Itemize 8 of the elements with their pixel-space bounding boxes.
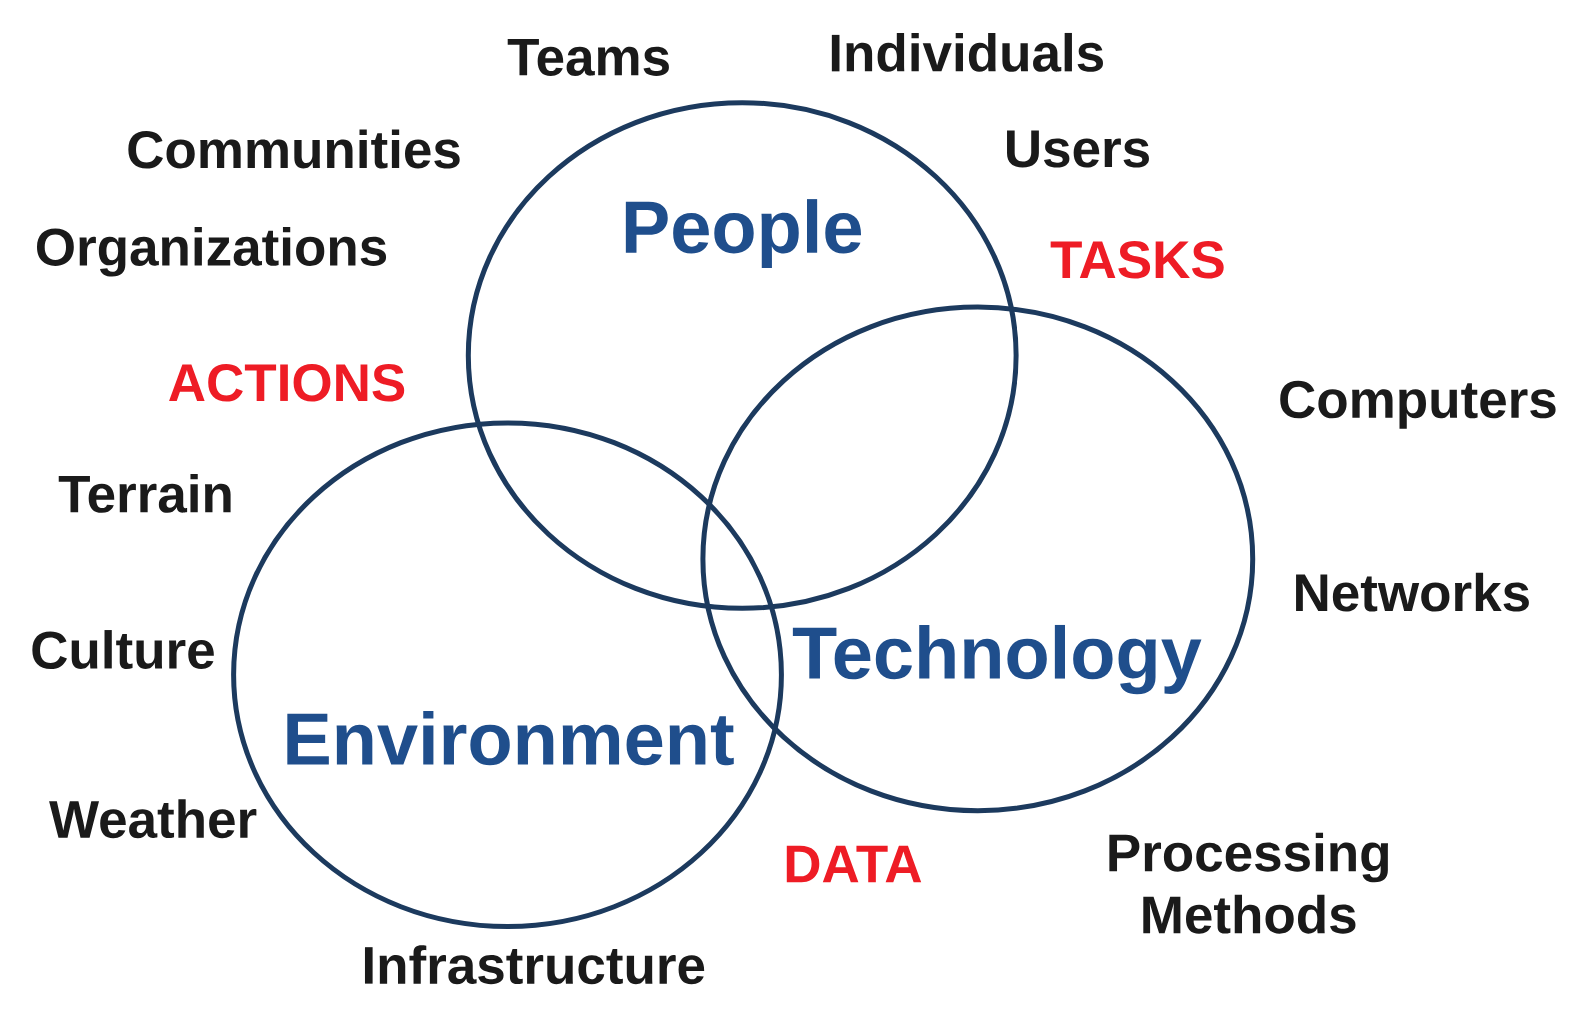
category-label: DATA bbox=[786, 845, 922, 883]
label: Infrastructure bbox=[364, 945, 705, 985]
label: Processing Methods bbox=[1109, 832, 1388, 934]
category-label: TASKS bbox=[1050, 241, 1224, 279]
label: Individuals bbox=[831, 32, 1103, 72]
category-label: ACTIONS bbox=[169, 363, 405, 402]
label: Organizations bbox=[37, 227, 387, 277]
label: Weather bbox=[49, 799, 257, 839]
